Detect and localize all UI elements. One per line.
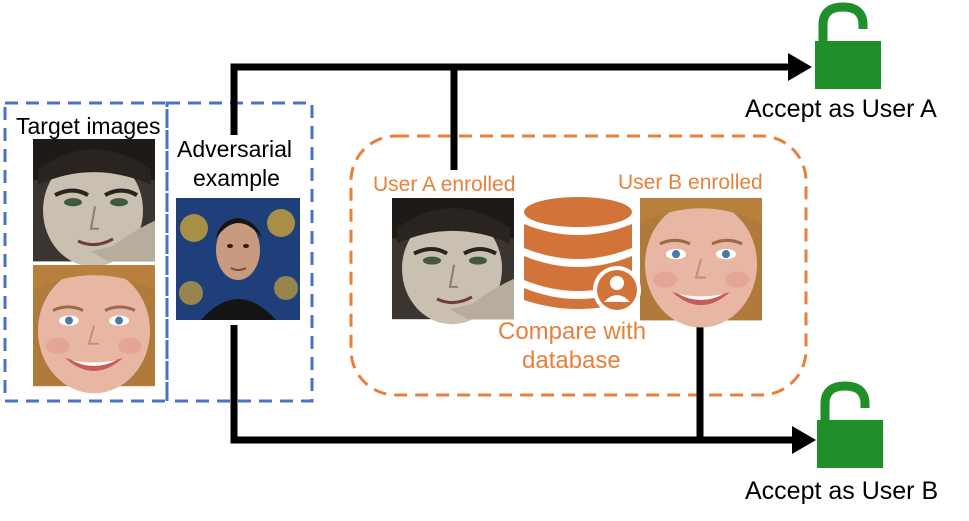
unlocked-padlock-icon-b — [817, 386, 883, 468]
user-a-image — [392, 198, 514, 324]
accept-user-b-label: Accept as User B — [745, 477, 939, 505]
adversarial-label-line1: Adversarial — [177, 136, 293, 162]
bottom-arrow-line — [230, 325, 796, 444]
top-arrow-line — [230, 63, 792, 135]
top-arrow-head — [788, 53, 812, 81]
adversarial-box — [165, 101, 314, 403]
adversarial-image — [176, 198, 300, 320]
adversarial-label-line2: example — [193, 165, 280, 191]
compare-label-line2: database — [522, 347, 621, 374]
target-images-label: Target images — [16, 113, 161, 139]
unlocked-padlock-icon-a — [815, 7, 881, 89]
bottom-arrow-head — [792, 426, 816, 454]
user-b-image — [638, 196, 764, 330]
target-image-male — [33, 139, 155, 267]
user-a-enrolled-label: User A enrolled — [373, 173, 516, 196]
accept-user-a-label: Accept as User A — [745, 95, 937, 123]
target-image-female — [31, 263, 157, 395]
user-b-enrolled-label: User B enrolled — [618, 171, 763, 194]
database-user-icon — [524, 197, 641, 314]
compare-label-line1: Compare with — [498, 318, 647, 345]
